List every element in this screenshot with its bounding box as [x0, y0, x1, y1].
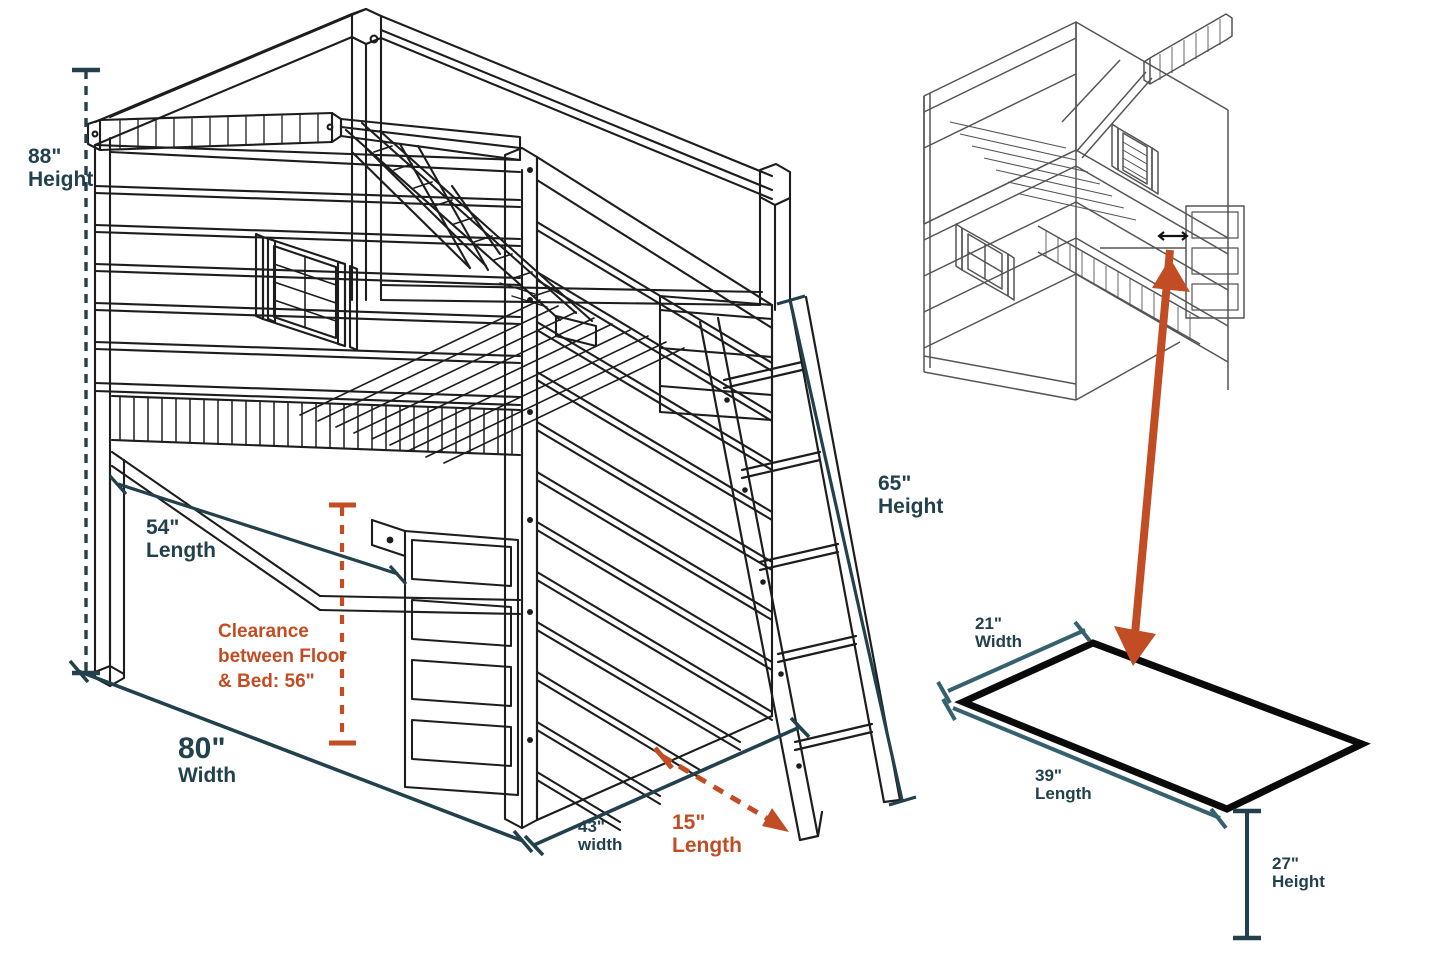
- dim-label-88-height: 88" Height: [28, 145, 94, 191]
- dim-line-15-length: [653, 746, 789, 832]
- dim-line-43-width: [523, 716, 811, 857]
- mattress-panel-illustration: [954, 639, 1371, 813]
- dim-line-21-width: [936, 620, 1092, 704]
- dim-label-43-width: 43" width: [578, 817, 623, 855]
- mattress-callout-arrow: [1114, 249, 1190, 666]
- main-loft-bed-illustration: [86, 7, 902, 842]
- gap-arrow-icon: [1157, 231, 1189, 241]
- dim-label-clearance: Clearance between Floor & Bed: 56": [218, 621, 347, 693]
- dim-line-39-length: [941, 698, 1228, 830]
- dim-label-39-length: 39" Length: [1035, 766, 1092, 804]
- dim-line-54-length: [108, 474, 408, 586]
- dim-label-80-width: 80" Width: [178, 732, 237, 788]
- dim-line-65-height: [776, 294, 917, 807]
- dim-line-27-height: [1233, 808, 1261, 941]
- secondary-loft-bed-illustration: [923, 13, 1245, 401]
- dim-line-clearance: [329, 502, 356, 746]
- dim-label-27-height: 27" Height: [1272, 854, 1325, 892]
- dim-label-21-width: 21" Width: [975, 614, 1023, 652]
- dim-label-15-length: 15" Length: [672, 811, 742, 857]
- dim-label-65-height: 65" Height: [878, 472, 944, 518]
- dim-line-80-width: [68, 659, 534, 854]
- dim-label-54-length: 54" Length: [146, 516, 216, 562]
